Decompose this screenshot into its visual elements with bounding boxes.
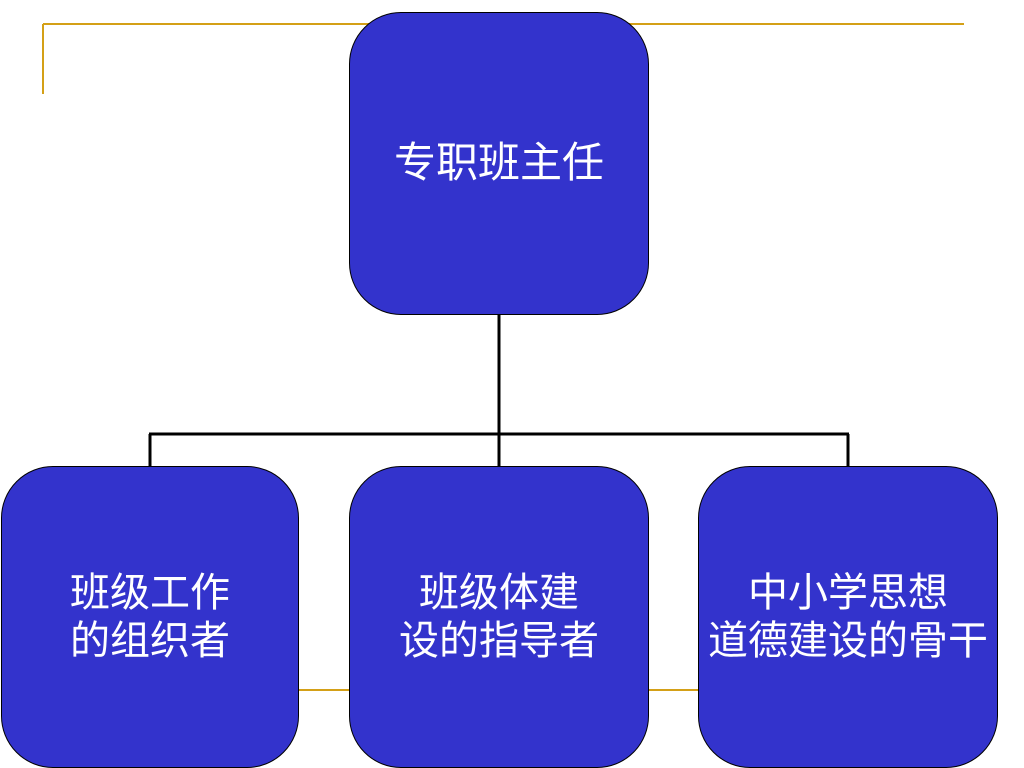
child-node-organizer: 班级工作 的组织者 <box>1 466 299 768</box>
child-node-backbone: 中小学思想 道德建设的骨干 <box>698 466 998 768</box>
child-node-guide-label: 班级体建 设的指导者 <box>399 570 599 664</box>
child-node-organizer-label: 班级工作 的组织者 <box>70 570 230 664</box>
root-node-label: 专职班主任 <box>393 138 604 188</box>
child-node-guide: 班级体建 设的指导者 <box>349 466 649 768</box>
child-node-backbone-label: 中小学思想 道德建设的骨干 <box>708 570 988 664</box>
connectors <box>148 315 850 466</box>
root-node: 专职班主任 <box>349 12 649 315</box>
